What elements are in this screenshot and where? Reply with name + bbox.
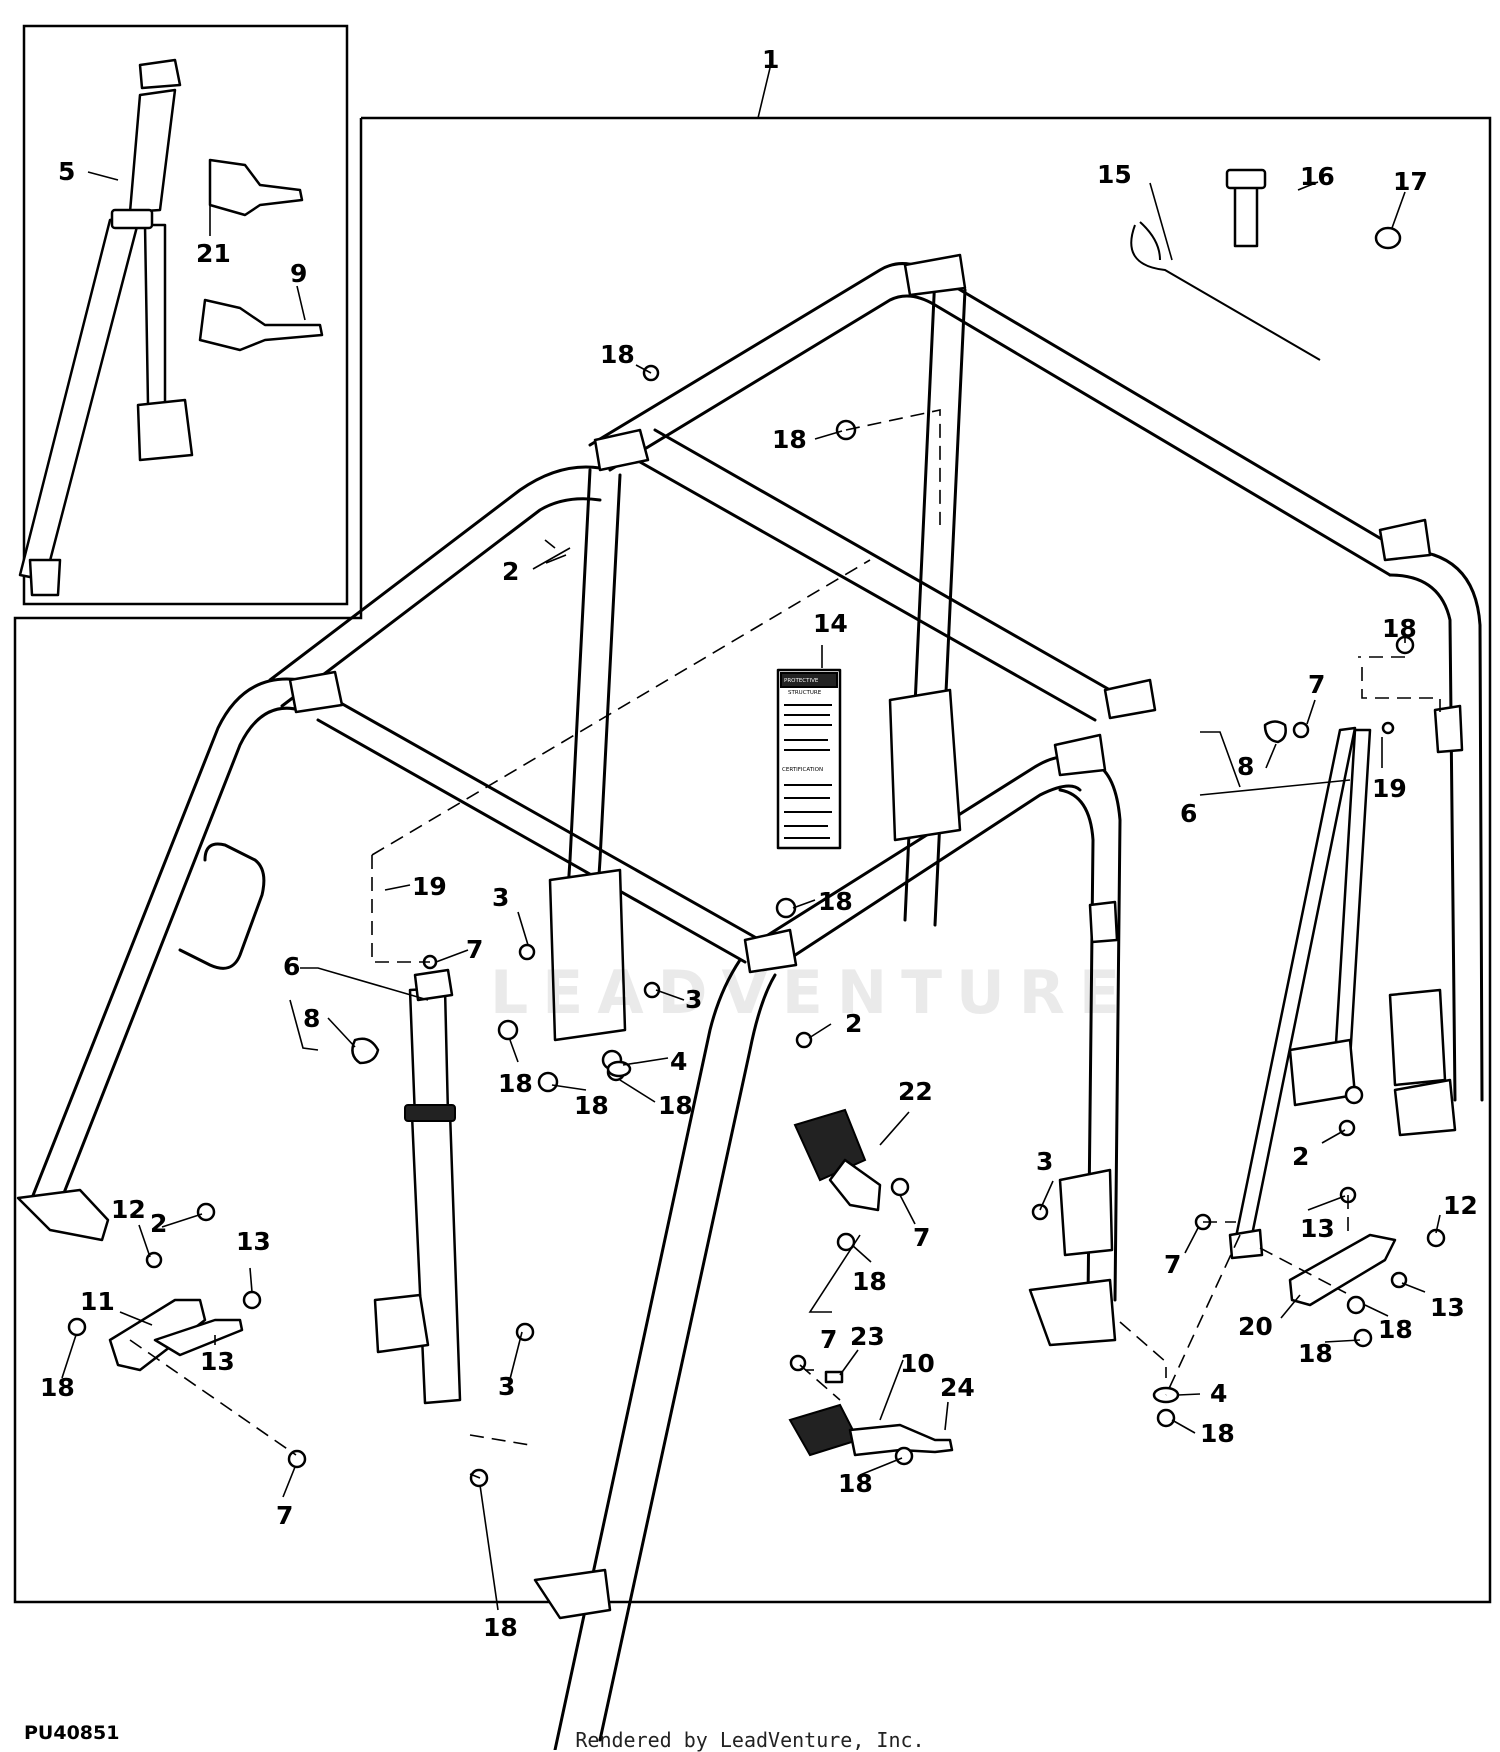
callout-7: 7 [820, 1325, 837, 1354]
callout-19: 19 [1372, 774, 1407, 803]
figure-id: PU40851 [24, 1722, 120, 1744]
callout-6: 6 [1180, 799, 1197, 828]
bracket-11 [108, 1298, 244, 1372]
callout-18: 18 [1382, 614, 1417, 643]
buckle-10 [788, 1403, 954, 1457]
dashed-lines [129, 409, 1441, 1456]
callout-8: 8 [1237, 752, 1254, 781]
inset-seat-belt [18, 58, 324, 597]
callout-7: 7 [913, 1223, 930, 1252]
callout-16: 16 [1300, 162, 1335, 191]
callout-3: 3 [1036, 1147, 1053, 1176]
callout-22: 22 [898, 1077, 933, 1106]
callout-14: 14 [813, 609, 848, 638]
inset-frame [22, 24, 349, 606]
callout-10: 10 [900, 1349, 935, 1378]
callout-2: 2 [502, 557, 519, 586]
callout-18: 18 [40, 1373, 75, 1402]
callout-2: 2 [1292, 1142, 1309, 1171]
callout-2: 2 [150, 1209, 167, 1238]
leader-lines [61, 171, 1441, 1611]
callout-18: 18 [1200, 1419, 1235, 1448]
label-14-cert: CERTIFICATION [782, 767, 823, 773]
callout-18: 18 [1378, 1315, 1413, 1344]
callout-7: 7 [1308, 670, 1325, 699]
callout-12: 12 [111, 1195, 146, 1224]
callout-8: 8 [303, 1004, 320, 1033]
main-frame [13, 67, 1492, 1604]
buckle-22 [793, 1108, 882, 1212]
callouts: 1 5 21 9 15 16 17 18 18 2 14 18 7 8 19 6… [40, 45, 1478, 1642]
callout-13: 13 [1300, 1214, 1335, 1243]
callout-18: 18 [574, 1091, 609, 1120]
callout-7: 7 [276, 1501, 293, 1530]
callout-18: 18 [658, 1091, 693, 1120]
callout-6: 6 [283, 952, 300, 981]
callout-18: 18 [772, 425, 807, 454]
callout-4: 4 [1210, 1379, 1227, 1408]
callout-20: 20 [1238, 1312, 1273, 1341]
callout-2: 2 [845, 1009, 862, 1038]
callout-19: 19 [412, 872, 447, 901]
callout-7: 7 [466, 935, 483, 964]
callout-1: 1 [762, 45, 779, 74]
callout-18: 18 [498, 1069, 533, 1098]
callout-17: 17 [1393, 167, 1428, 196]
right-seat-belt [1228, 720, 1372, 1260]
callout-11: 11 [80, 1287, 115, 1316]
callout-23: 23 [850, 1322, 885, 1351]
callout-21: 21 [196, 239, 231, 268]
callout-18: 18 [852, 1267, 887, 1296]
label-14-decal: PROTECTIVE STRUCTURE CERTIFICATION [776, 668, 842, 850]
callout-13: 13 [236, 1227, 271, 1256]
callout-3: 3 [492, 883, 509, 912]
footer-credit: Rendered by LeadVenture, Inc. [575, 1728, 925, 1752]
label-14-subtitle: STRUCTURE [788, 690, 822, 696]
callout-24: 24 [940, 1373, 975, 1402]
callout-5: 5 [58, 157, 75, 186]
callout-4: 4 [670, 1047, 687, 1076]
bracket-20 [1288, 1233, 1397, 1307]
callout-13: 13 [200, 1347, 235, 1376]
rops-frame [16, 253, 1484, 1750]
hardware [67, 168, 1446, 1488]
callout-15: 15 [1097, 160, 1132, 189]
callout-18: 18 [600, 340, 635, 369]
label-14-title: PROTECTIVE [784, 678, 819, 684]
callout-18: 18 [483, 1613, 518, 1642]
callout-13: 13 [1430, 1293, 1465, 1322]
callout-18: 18 [818, 887, 853, 916]
callout-3: 3 [685, 985, 702, 1014]
callout-3: 3 [498, 1372, 515, 1401]
watermark: LEADVENTURE [490, 958, 1134, 1028]
callout-9: 9 [290, 259, 307, 288]
callout-18: 18 [838, 1469, 873, 1498]
callout-18: 18 [1298, 1339, 1333, 1368]
callout-7: 7 [1164, 1250, 1181, 1279]
left-seat-belt [351, 968, 462, 1405]
callout-12: 12 [1443, 1191, 1478, 1220]
